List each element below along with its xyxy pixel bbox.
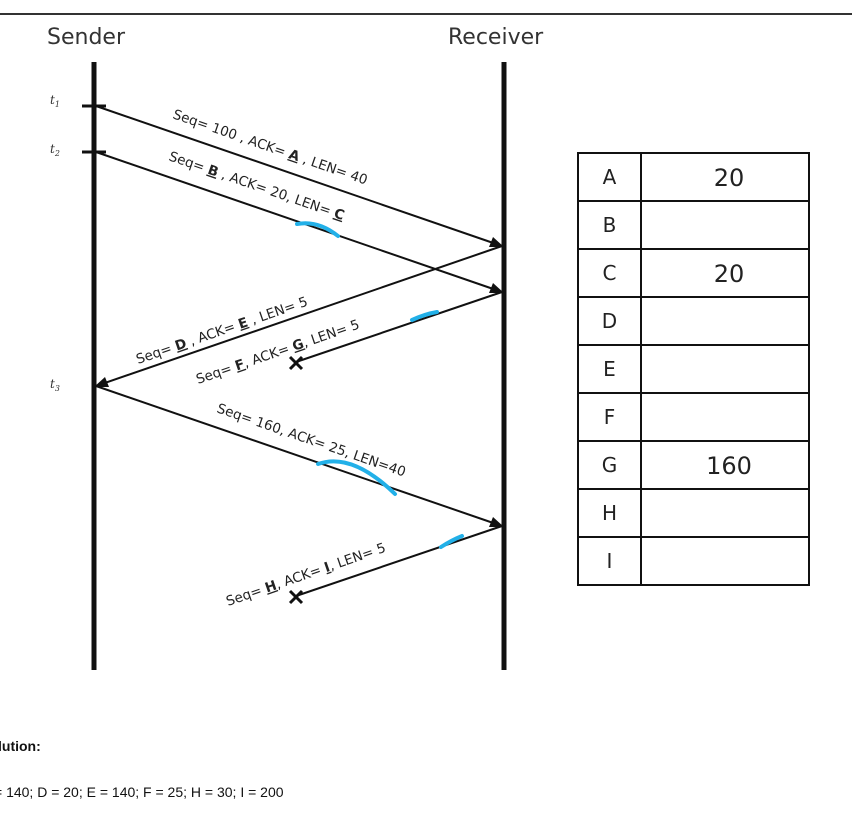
table-value-c: 20 <box>714 260 745 288</box>
table-value-a: 20 <box>714 164 745 192</box>
arrowhead-msg1 <box>489 237 504 247</box>
time-label-t1: t1 <box>50 93 60 109</box>
arrow-msg4 <box>295 291 503 363</box>
arrowhead-msg2 <box>489 283 504 293</box>
table-label-h: H <box>602 501 617 525</box>
arrowhead-msg5 <box>489 517 504 527</box>
arrow-msg3 <box>95 245 503 387</box>
time-label-t3: t3 <box>50 377 60 393</box>
table-label-d: D <box>602 309 617 333</box>
receiver-header: Receiver <box>448 25 544 50</box>
sender-header: Sender <box>47 25 126 50</box>
table-border <box>577 152 810 586</box>
highlight-mark-1 <box>295 221 340 238</box>
arrow-msg5 <box>95 385 503 527</box>
label-msg6: Seq= H, ACK= I, LEN= 5 <box>224 540 388 610</box>
highlight-mark-4 <box>439 534 464 549</box>
highlight-mark-3 <box>316 459 397 496</box>
lost-packet-x-msg4 <box>288 355 304 371</box>
arrow-msg1 <box>95 105 503 247</box>
table-label-g: G <box>602 453 618 477</box>
solution-answer: = 140; D = 20; E = 140; F = 25; H = 30; … <box>0 784 284 800</box>
lost-packet-x-msg6 <box>288 589 304 605</box>
label-msg1: Seq= 100 , ACK= A , LEN= 40 <box>171 107 370 189</box>
table-label-b: B <box>603 213 617 237</box>
arrow-msg6 <box>295 525 503 597</box>
solution-title: lution: <box>0 738 41 754</box>
table-label-e: E <box>603 357 616 381</box>
table-label-c: C <box>603 261 617 285</box>
arrowhead-msg3 <box>94 377 109 387</box>
table-label-f: F <box>604 405 616 429</box>
highlight-mark-2 <box>410 310 439 322</box>
table-value-g: 160 <box>706 452 752 480</box>
table-label-i: I <box>607 549 613 573</box>
label-msg5: Seq= 160, ACK= 25, LEN=40 <box>215 401 408 481</box>
time-label-t2: t2 <box>50 142 60 158</box>
table-label-a: A <box>603 165 617 189</box>
